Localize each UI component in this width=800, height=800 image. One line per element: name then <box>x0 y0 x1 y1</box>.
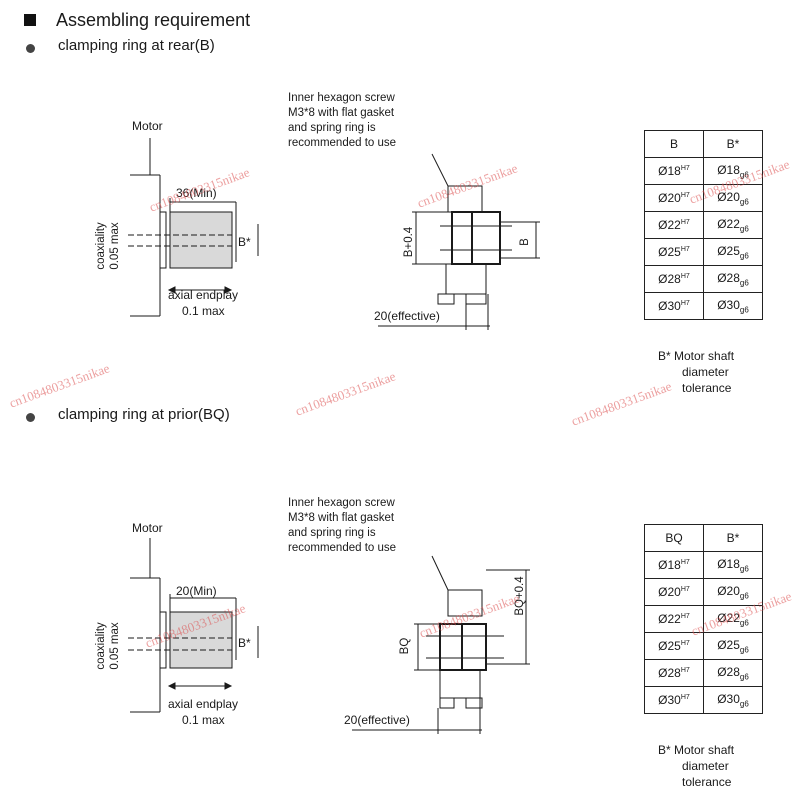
page-title: Assembling requirement <box>56 10 251 30</box>
table-row: Ø20H7 Ø20g6 <box>644 184 763 212</box>
table-footnote: B* Motor shaft diameter tolerance <box>658 349 735 395</box>
table-row: Ø28H7 Ø28g6 <box>644 659 763 687</box>
ring-inner-dimension: B <box>519 238 531 246</box>
screw-note-line: and spring ring is <box>288 122 376 134</box>
screw-note: Inner hexagon screw M3*8 with flat gaske… <box>288 496 396 556</box>
screw-note-line: Inner hexagon screw <box>288 92 395 104</box>
axial-endplay-label: axial endplay <box>168 697 239 711</box>
section-heading-rear: clamping ring at rear(B) <box>58 37 215 54</box>
screw-note-line: recommended to use <box>288 137 397 149</box>
table-header: BQ <box>644 524 704 552</box>
ring-inner-dimension: BQ <box>399 637 411 655</box>
screw-note-line: recommended to use <box>288 542 397 554</box>
table-header: B <box>644 130 704 158</box>
axial-endplay-label: axial endplay <box>168 288 239 302</box>
ring-outer-dimension: B+0.4 <box>403 226 415 258</box>
axial-endplay-value: 0.1 max <box>182 304 225 318</box>
coaxiality-value: 0.05 max <box>109 222 121 270</box>
table-header: B* <box>703 524 763 552</box>
table-row: Ø30H7 Ø30g6 <box>644 292 763 320</box>
screw-note-line: and spring ring is <box>288 527 376 539</box>
table-header: B* <box>703 130 763 158</box>
table-row: Ø22H7 Ø22g6 <box>644 605 763 633</box>
table-footnote: B* Motor shaft diameter tolerance <box>658 743 735 789</box>
tolerance-table: BQ B* Ø18H7 Ø18g6 Ø20H7 Ø20g6 Ø22H7 Ø22g… <box>644 524 763 714</box>
bullet-dot-icon <box>26 44 35 53</box>
table-row: Ø30H7 Ø30g6 <box>644 686 763 714</box>
section-heading-prior: clamping ring at prior(BQ) <box>58 406 230 423</box>
coaxiality-label: coaxiality <box>95 622 107 670</box>
tolerance-table: B B* Ø18H7 Ø18g6 Ø20H7 Ø20g6 Ø22H7 Ø22g6… <box>644 130 763 320</box>
screw-note-line: Inner hexagon screw <box>288 497 395 509</box>
table-row: Ø25H7 Ø25g6 <box>644 238 763 266</box>
table-row: Ø25H7 Ø25g6 <box>644 632 763 660</box>
table-row: Ø22H7 Ø22g6 <box>644 211 763 239</box>
motor-label: Motor <box>132 521 163 535</box>
effective-length-label: 20(effective) <box>374 309 440 323</box>
min-length-label: 36(Min) <box>176 186 217 200</box>
effective-length-label: 20(effective) <box>344 713 410 727</box>
screw-note-line: M3*8 with flat gasket <box>288 512 395 524</box>
screw-note-line: M3*8 with flat gasket <box>288 107 395 119</box>
table-row: Ø28H7 Ø28g6 <box>644 265 763 293</box>
shaft-diameter-label: B* <box>238 235 251 249</box>
coaxiality-value: 0.05 max <box>109 622 121 670</box>
motor-label: Motor <box>132 119 163 133</box>
min-length-label: 20(Min) <box>176 584 217 598</box>
axial-endplay-value: 0.1 max <box>182 713 225 727</box>
table-row: Ø20H7 Ø20g6 <box>644 578 763 606</box>
bullet-dot-icon <box>26 413 35 422</box>
coaxiality-label: coaxiality <box>95 222 107 270</box>
shaft-diameter-label: B* <box>238 636 251 650</box>
title-square-icon <box>24 14 36 26</box>
screw-note: Inner hexagon screw M3*8 with flat gaske… <box>288 91 396 151</box>
table-row: Ø18H7 Ø18g6 <box>644 551 763 579</box>
